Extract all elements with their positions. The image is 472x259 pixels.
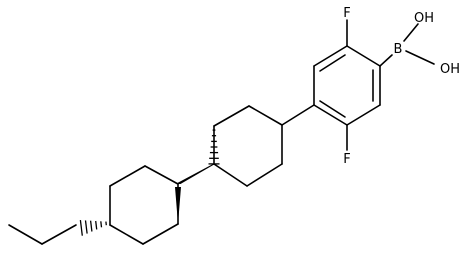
atom-label-hydroxyl-bottom: OH [440,62,460,77]
bond-b-oh-bottom [406,51,434,64]
hashed-wedge-bond-propyl [80,220,106,236]
double-bond-inner [320,55,345,71]
bond-b-oh-top [404,24,418,41]
atom-label-f-bottom: F [343,152,350,167]
bond-aryl-cyclohexyl [282,105,314,125]
atom-label-boron: B [394,42,403,57]
propyl-chain [9,225,76,244]
atom-label-f-top: F [343,6,350,21]
bond-c-b [380,55,392,66]
atom-label-hydroxyl-top: OH [414,11,434,26]
benzene-ring [314,46,380,125]
bond-ring-ring [176,164,216,184]
cyclohexane-ring-1 [214,106,282,186]
cyclohexane-ring-2 [110,166,178,244]
double-bond-inner [320,101,345,117]
hashed-wedge-bond [209,130,220,164]
bold-wedge-bond [175,187,181,224]
